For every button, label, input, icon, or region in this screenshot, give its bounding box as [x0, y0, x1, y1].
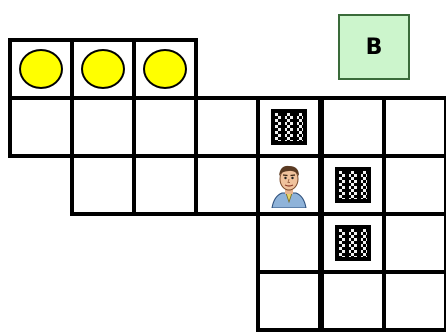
- goal-box-b[interactable]: B: [338, 14, 410, 80]
- board-cell[interactable]: [8, 96, 74, 158]
- board-cell[interactable]: [256, 96, 322, 158]
- checkered-block[interactable]: [335, 225, 371, 261]
- board-cell[interactable]: [8, 38, 74, 100]
- yellow-token[interactable]: [143, 49, 187, 89]
- board-cell[interactable]: [320, 154, 386, 216]
- board-cell[interactable]: [320, 212, 386, 274]
- board-cell[interactable]: [320, 270, 386, 332]
- board-cell[interactable]: [132, 96, 198, 158]
- player-figure[interactable]: [266, 162, 312, 208]
- board-cell[interactable]: [70, 154, 136, 216]
- board-cell[interactable]: [382, 270, 446, 332]
- board-cell[interactable]: [320, 96, 386, 158]
- yellow-token[interactable]: [19, 49, 63, 89]
- checkered-block[interactable]: [335, 167, 371, 203]
- board-cell[interactable]: [194, 154, 260, 216]
- board-cell[interactable]: [382, 154, 446, 216]
- board-cell[interactable]: [194, 96, 260, 158]
- board-cell[interactable]: [70, 96, 136, 158]
- board-cell[interactable]: [256, 270, 322, 332]
- board-cell[interactable]: [382, 96, 446, 158]
- board-cell[interactable]: [256, 212, 322, 274]
- goal-box-label: B: [366, 35, 383, 60]
- board-cell[interactable]: [132, 38, 198, 100]
- board-cell[interactable]: [132, 154, 198, 216]
- checkered-block[interactable]: [271, 109, 307, 145]
- board-cell[interactable]: [256, 154, 322, 216]
- board-cell[interactable]: [382, 212, 446, 274]
- board-cell[interactable]: [70, 38, 136, 100]
- yellow-token[interactable]: [81, 49, 125, 89]
